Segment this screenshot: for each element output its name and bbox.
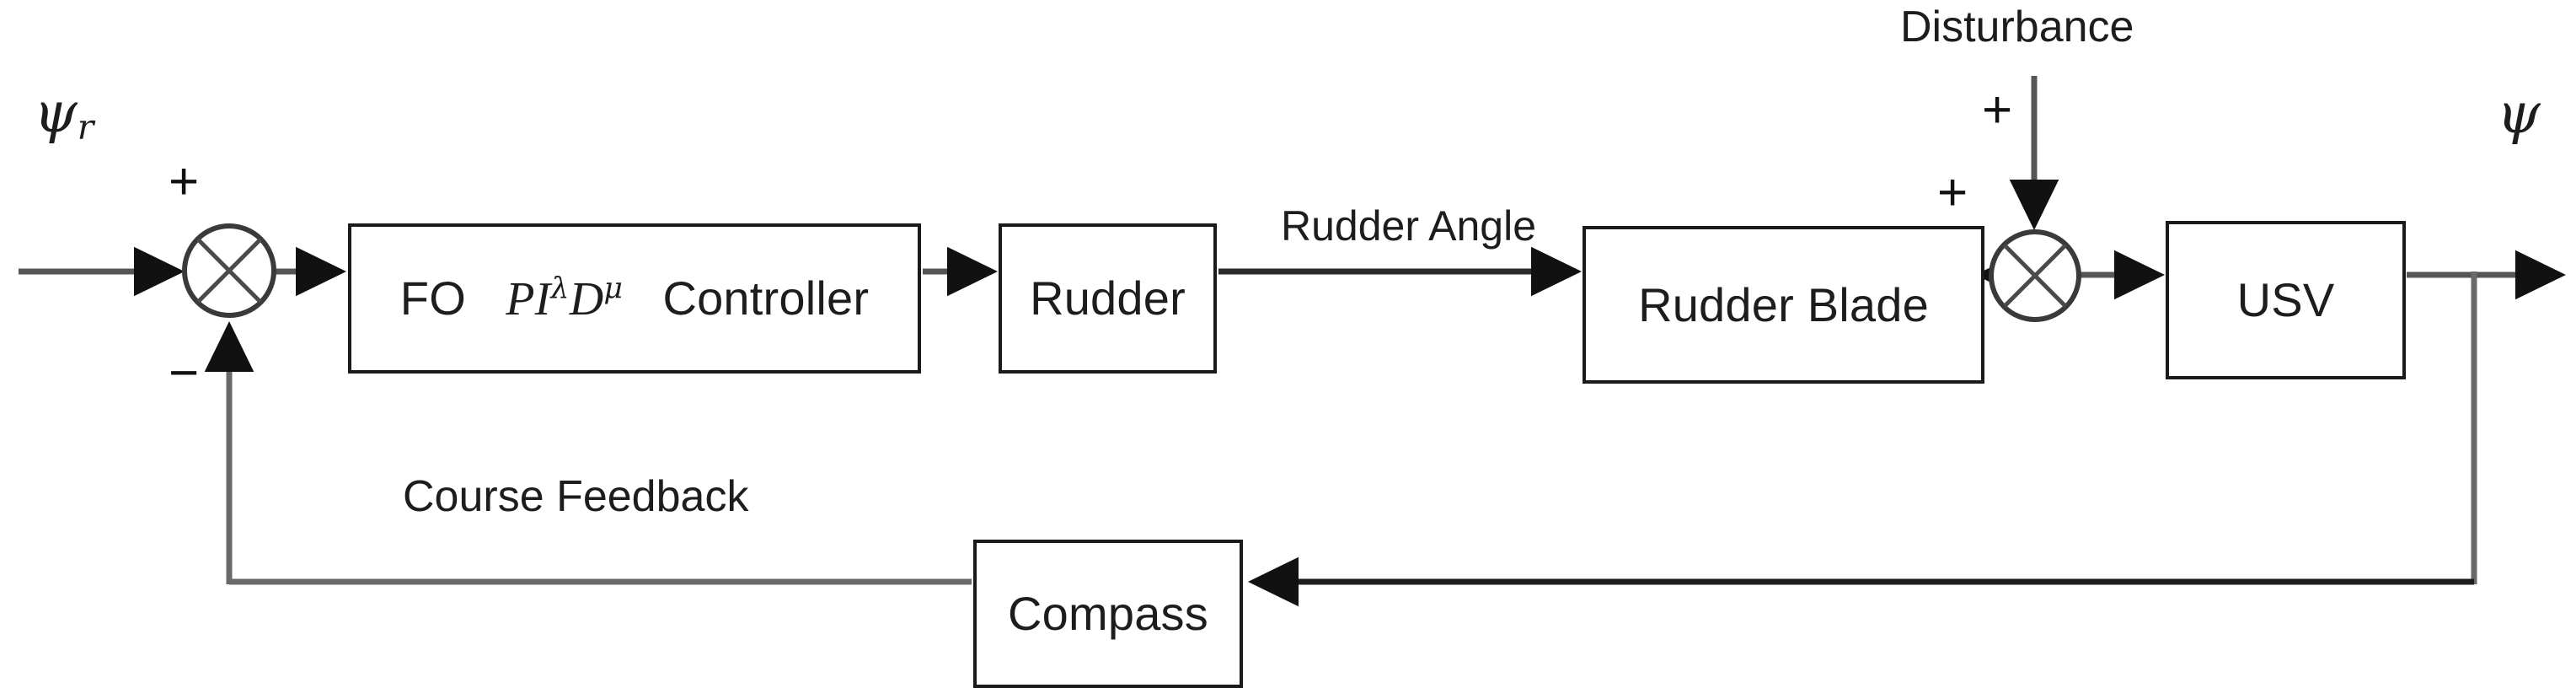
block-rudder-label: Rudder xyxy=(1030,271,1186,325)
controller-lambda-exponent: λ xyxy=(550,271,570,305)
sign-minus-error-sum: − xyxy=(169,344,200,402)
label-reference-signal: ψr xyxy=(34,80,94,148)
block-rudder[interactable]: Rudder xyxy=(999,223,1217,374)
sign-plus-error-sum: + xyxy=(169,153,200,211)
summing-junction-disturbance xyxy=(1989,229,2081,322)
block-compass-label: Compass xyxy=(1008,587,1208,640)
label-output-signal: ψ xyxy=(2497,81,2541,146)
block-rudder-blade[interactable]: Rudder Blade xyxy=(1583,226,1984,384)
sign-plus-disturbance-left: + xyxy=(1937,164,1968,222)
block-usv[interactable]: USV xyxy=(2166,221,2406,379)
reference-subscript: r xyxy=(77,107,94,148)
sign-plus-disturbance-top: + xyxy=(1982,81,2013,139)
label-rudder-angle: Rudder Angle xyxy=(1281,202,1537,250)
block-controller[interactable]: FO PIλDμ Controller xyxy=(348,223,921,374)
summing-junction-error xyxy=(182,223,276,318)
block-rudder-blade-label: Rudder Blade xyxy=(1638,277,1929,331)
label-course-feedback: Course Feedback xyxy=(403,472,749,521)
controller-mu-exponent: μ xyxy=(603,271,624,305)
label-disturbance: Disturbance xyxy=(1900,3,2134,51)
block-compass[interactable]: Compass xyxy=(973,540,1243,688)
block-controller-label: FO PIλDμ Controller xyxy=(399,271,870,325)
block-usv-label: USV xyxy=(2236,273,2335,326)
